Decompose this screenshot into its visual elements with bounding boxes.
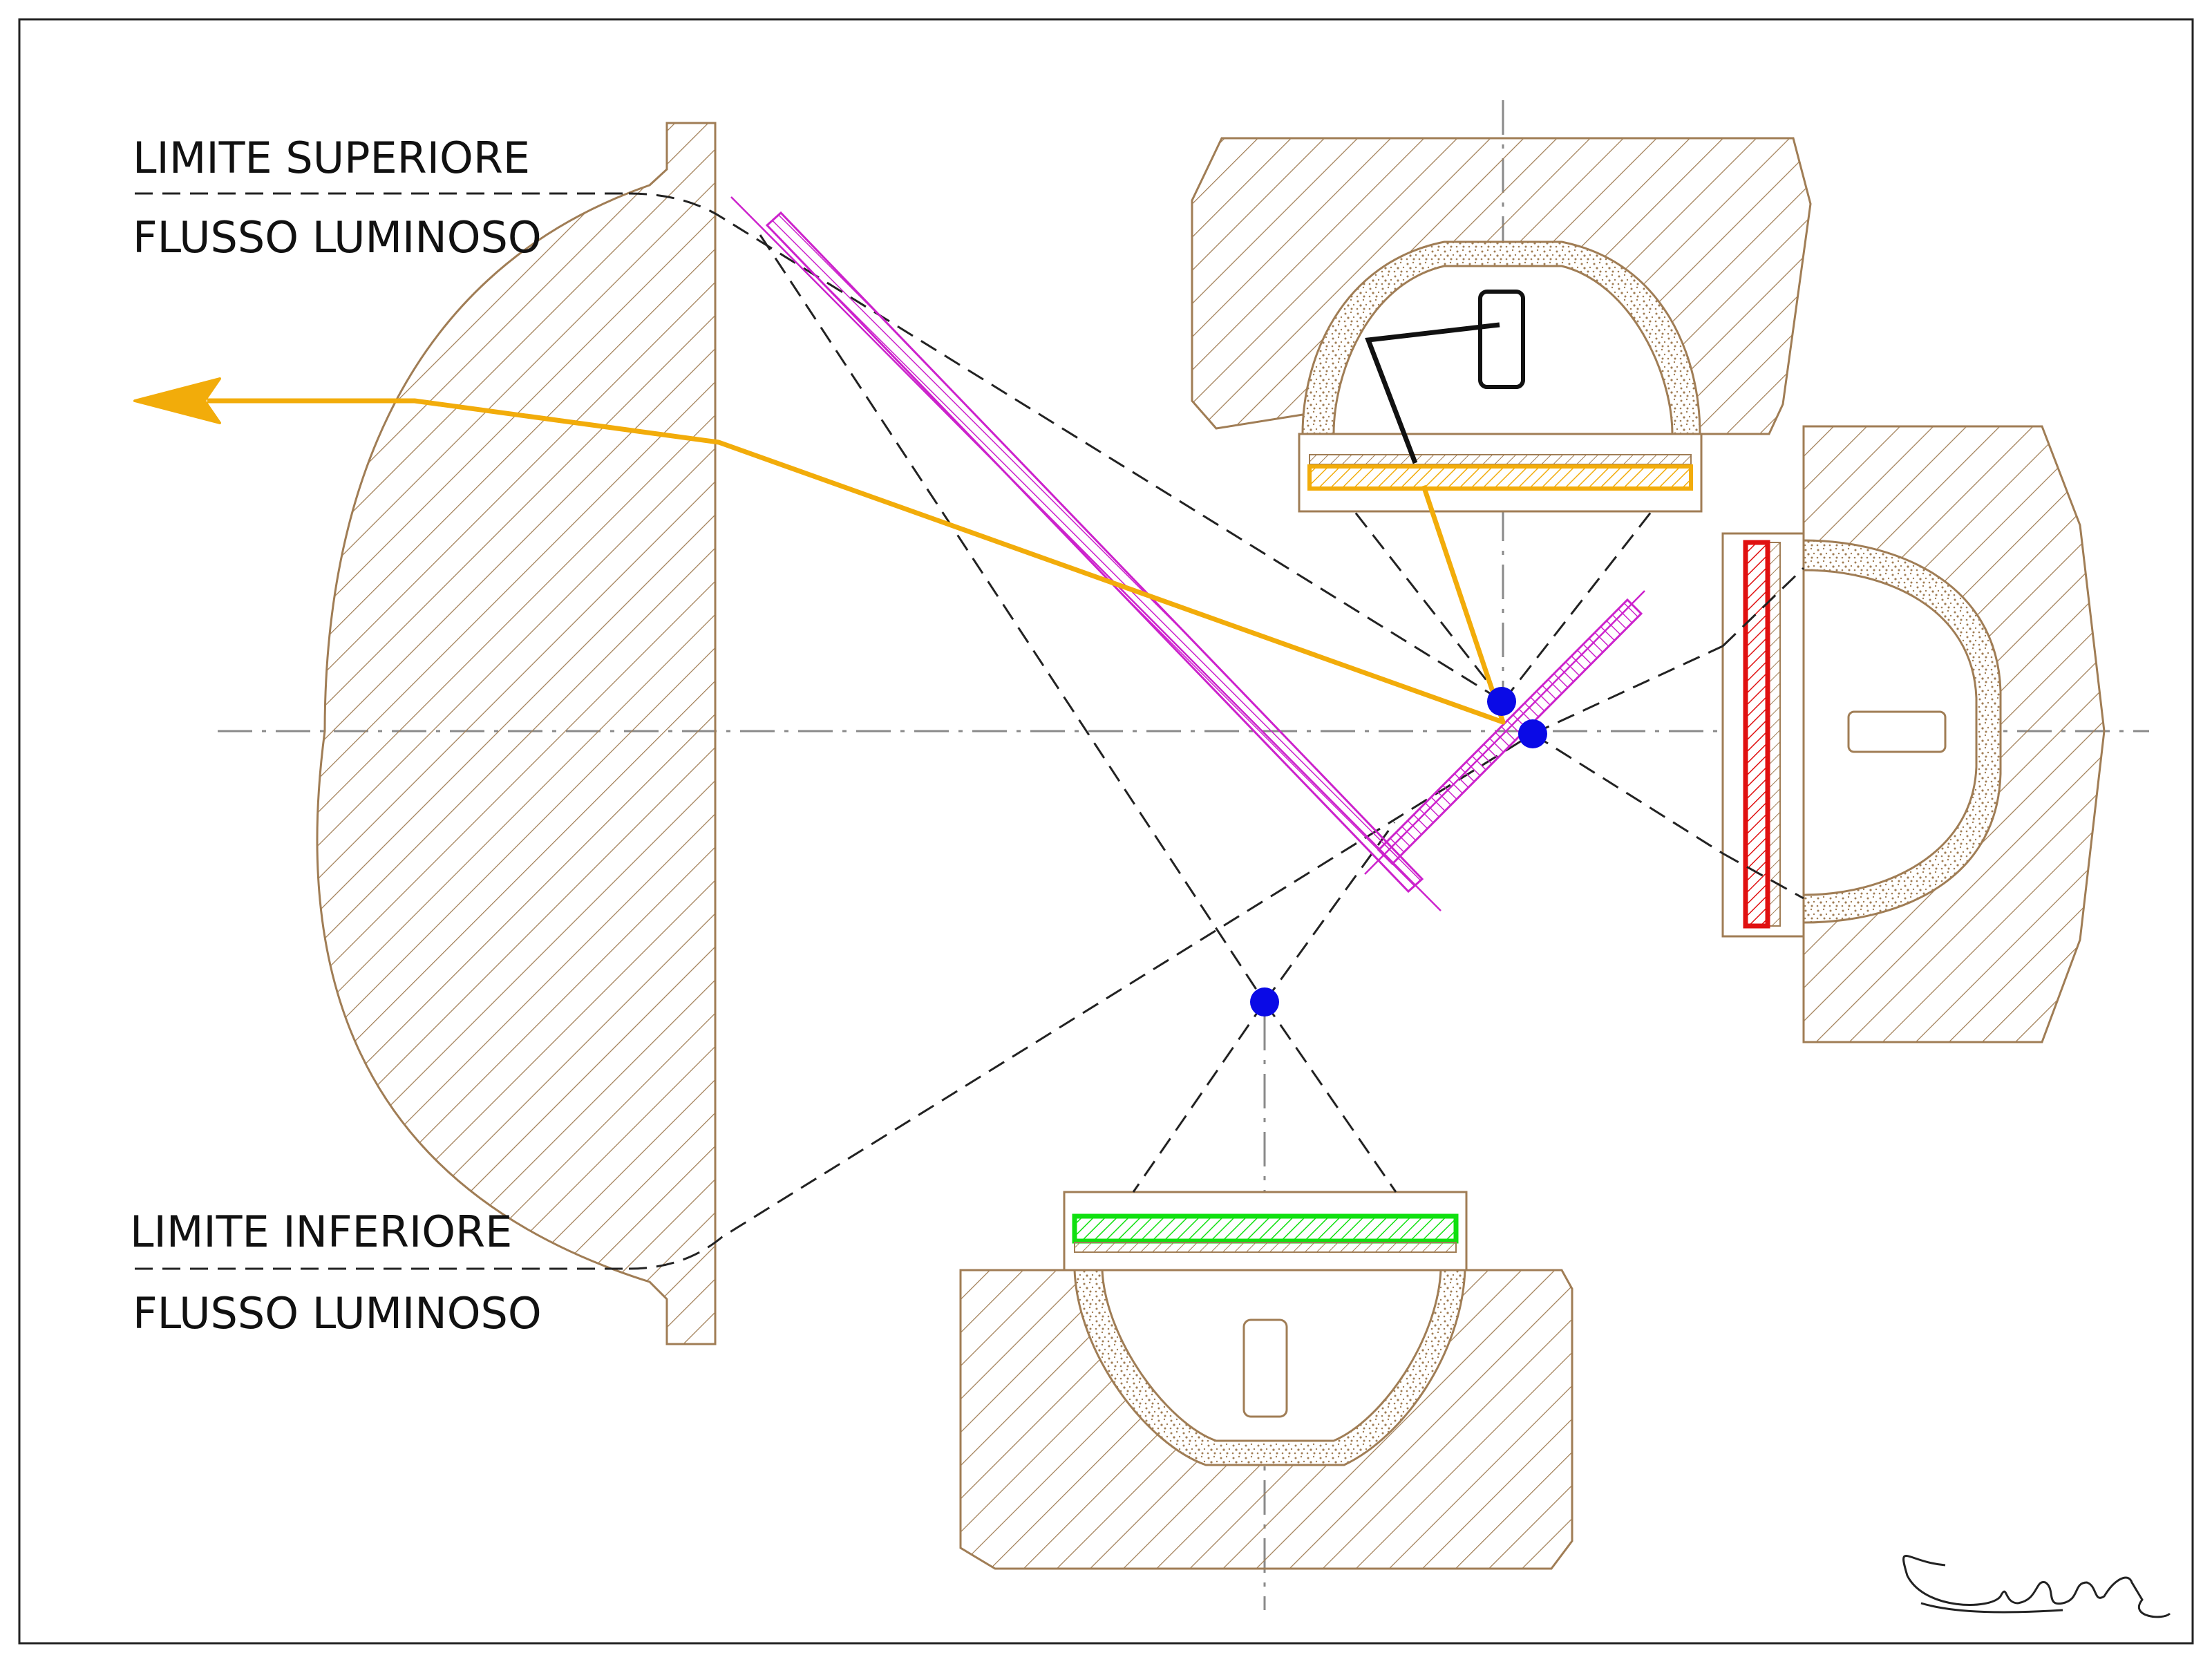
bottom-cone-left xyxy=(1132,1001,1266,1193)
drawing-border xyxy=(18,18,2194,1645)
bottom-lamp-bulb xyxy=(1242,1318,1288,1418)
right-cone-top xyxy=(1532,645,1723,735)
right-lamp-housing xyxy=(1721,425,2106,1043)
upper-limit-ray xyxy=(628,192,1504,703)
upper-limit-title: LIMITE SUPERIORE xyxy=(133,133,531,183)
arrow-head-icon xyxy=(133,377,221,424)
right-lamp-bulb xyxy=(1847,710,1947,753)
lower-limit-subtitle: FLUSSO LUMINOSO xyxy=(133,1288,542,1339)
right-focal-point xyxy=(1518,719,1547,748)
light-ray xyxy=(133,377,1506,725)
bottom-lamp-housing xyxy=(959,1191,1573,1570)
upper-limit-subtitle: FLUSSO LUMINOSO xyxy=(133,212,542,263)
upper-ray-to-bottom-focus xyxy=(759,234,1266,1003)
top-lamp-housing xyxy=(1191,137,1812,513)
focal-points xyxy=(1250,687,1547,1017)
lower-limit-title: LIMITE INFERIORE xyxy=(130,1207,513,1257)
right-reflector-top-edge xyxy=(1721,567,1805,647)
bottom-filter-substrate xyxy=(1074,1242,1457,1253)
top-cone-left xyxy=(1353,511,1504,702)
top-lever xyxy=(1365,322,1500,464)
top-lamp-bulb xyxy=(1478,290,1525,389)
output-light-path xyxy=(207,398,1506,725)
dichroic-mirrors xyxy=(730,196,1645,911)
construction-lines xyxy=(135,192,1805,1270)
top-cone-right xyxy=(1502,511,1653,702)
lens-body xyxy=(316,122,717,1345)
long-dichroic-mirror xyxy=(765,211,1424,894)
top-focal-point xyxy=(1487,687,1516,716)
bottom-focal-point xyxy=(1250,987,1279,1017)
lower-ray-to-top-focus xyxy=(1263,822,1396,1003)
lower-limit-ray xyxy=(628,732,1533,1270)
short-dichroic-mirror xyxy=(1377,598,1643,866)
top-yellow-filter xyxy=(1307,464,1693,491)
signature-icon xyxy=(1902,1555,2171,1618)
right-reflector-bottom-edge xyxy=(1722,852,1804,900)
bottom-green-filter xyxy=(1072,1213,1459,1244)
top-filter-substrate xyxy=(1309,454,1692,465)
bottom-cone-right xyxy=(1263,1001,1397,1193)
right-cone-bottom xyxy=(1532,732,1723,855)
projection-lens xyxy=(316,122,717,1345)
